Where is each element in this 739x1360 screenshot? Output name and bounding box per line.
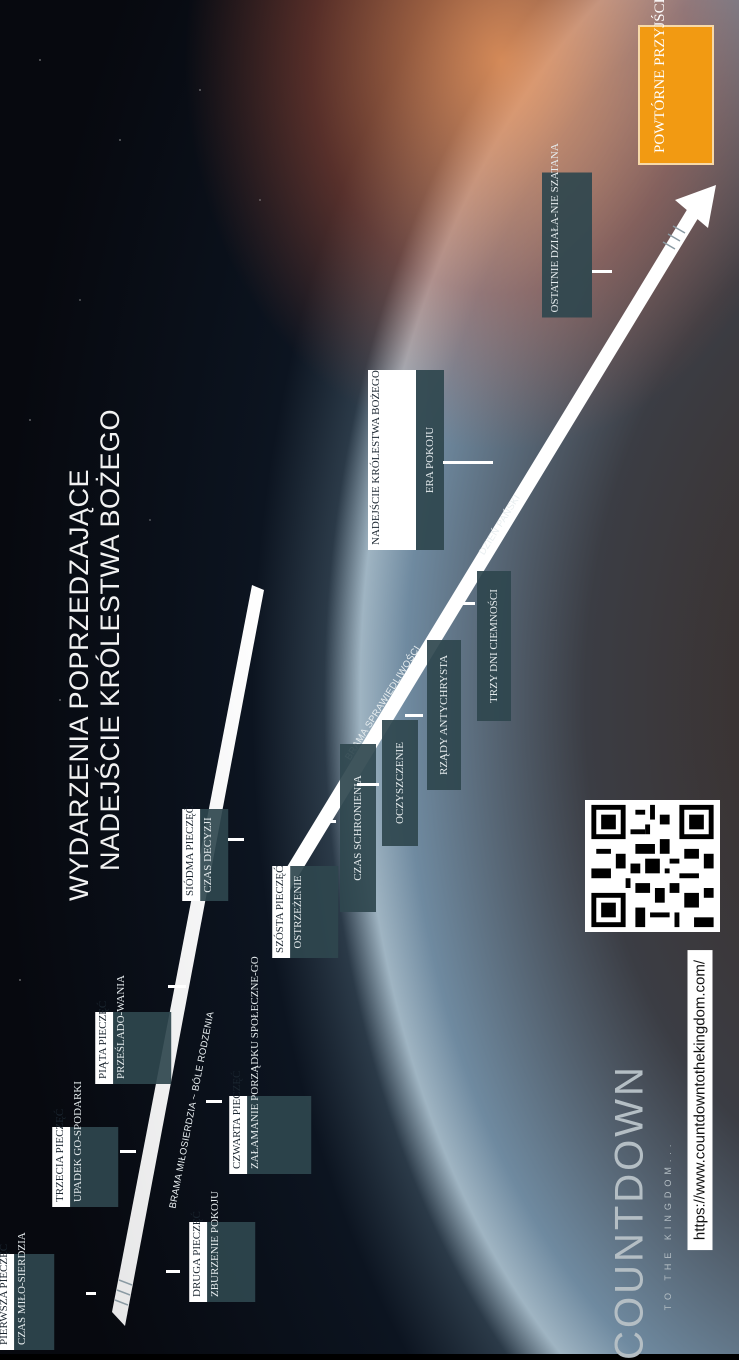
event-antichrist: RZĄDY ANTYCHRYSTA [427, 640, 461, 790]
event-refuge: CZAS SCHRONIENIA [340, 744, 376, 912]
seal-desc: ZBURZENIE POKOJU [206, 1191, 255, 1302]
event-refuge-pointer [318, 820, 336, 823]
seal-title: CZWARTA PIECZĘĆ [229, 1071, 247, 1174]
seal-3-pointer [120, 1150, 136, 1153]
event-satan-pointer [592, 270, 612, 273]
road-stripes [114, 225, 686, 1306]
qr-code-icon [585, 800, 720, 932]
seal-1-pointer [86, 1292, 96, 1295]
seal-title: DRUGA PIECZĘĆ [189, 1211, 207, 1302]
seal-card-1: PIERWSZA PIECZĘĆ CZAS MIŁO-SIERDZIA [0, 1232, 54, 1350]
seal-card-4: CZWARTA PIECZĘĆ ZAŁAMANIE PORZĄDKU SPOŁE… [229, 956, 311, 1174]
kingdom-desc: ERA POKOJU [416, 370, 444, 550]
seal-card-7: SIÓDMA PIECZĘĆ CZAS DECYZJI [182, 806, 228, 901]
event-kingdom-card: NADEJŚCIE KRÓLESTWA BOŻEGO ERA POKOJU [368, 370, 444, 550]
event-antichrist-pointer [405, 714, 423, 717]
seal-title: TRZECIA PIECZĘĆ [52, 1109, 70, 1207]
seal-5-pointer [168, 985, 186, 988]
event-darkness-pointer [455, 602, 475, 605]
seal-card-5: PIĄTA PIECZĘĆ PRZEŚLADO-WANIA [95, 975, 171, 1084]
seal-card-6: SZÓSTA PIECZĘĆ OSTRZEŻENIE [272, 866, 338, 958]
seal-desc: UPADEK GO-SPODARKI [69, 1081, 118, 1207]
seal-4-pointer [206, 1100, 222, 1103]
event-purification-pointer [357, 783, 379, 786]
countdown-subtitle: TO THE KINGDOM... [663, 1139, 673, 1311]
countdown-logo: COUNTDOWN [607, 1064, 652, 1360]
event-purification: OCZYSZCZENIE [382, 720, 418, 846]
seal-title: SZÓSTA PIECZĘĆ [272, 866, 290, 958]
seal-title: PIĄTA PIECZĘĆ [95, 1001, 113, 1084]
seal-card-3: TRZECIA PIECZĘĆ UPADEK GO-SPODARKI [52, 1081, 118, 1207]
seal-desc: ZAŁAMANIE PORZĄDKU SPOŁECZNE-GO [246, 956, 311, 1174]
event-darkness: TRZY DNI CIEMNOŚCI [477, 571, 511, 721]
seal-card-2: DRUGA PIECZĘĆ ZBURZENIE POKOJU [189, 1191, 255, 1302]
seal-7-pointer [228, 838, 244, 841]
event-kingdom-pointer [443, 461, 493, 464]
seal-title: SIÓDMA PIECZĘĆ [182, 806, 200, 901]
kingdom-title: NADEJŚCIE KRÓLESTWA BOŻEGO [368, 370, 416, 550]
seal-title: PIERWSZA PIECZĘĆ [0, 1244, 14, 1350]
website-link[interactable]: https://www.countdowntothekingdom.com/ [687, 949, 713, 1251]
seal-2-pointer [166, 1270, 180, 1273]
second-coming-badge: POWTÓRNE PRZYJŚCIE CHRYSTUSA [638, 0, 714, 165]
road-lower-segment [112, 585, 264, 1326]
road-arrow-head [675, 185, 716, 228]
seal-desc: CZAS DECYZJI [199, 809, 228, 901]
road-upper-segment [276, 208, 700, 890]
seal-desc: OSTRZEŻENIE [289, 866, 338, 958]
event-satan: OSTATNIE DZIAŁA-NIE SZATANA [542, 143, 592, 318]
seal-desc: CZAS MIŁO-SIERDZIA [13, 1232, 54, 1350]
seal-desc: PRZEŚLADO-WANIA [112, 975, 171, 1084]
